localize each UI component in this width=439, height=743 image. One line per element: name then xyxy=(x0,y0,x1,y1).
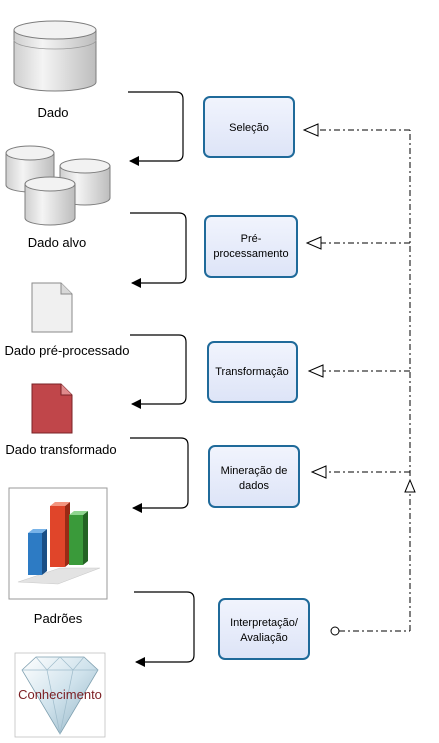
feedback-loop xyxy=(302,123,416,636)
step-selecao: Seleção xyxy=(203,96,295,158)
database-icon xyxy=(13,20,97,92)
bar-chart-icon xyxy=(8,487,108,600)
label-dado-alvo: Dado alvo xyxy=(28,235,87,250)
document-icon xyxy=(31,282,73,333)
connector-arrow xyxy=(130,437,189,513)
svg-text:Seleção: Seleção xyxy=(229,122,269,134)
connector-arrow xyxy=(130,212,187,288)
svg-text:Transformação: Transformação xyxy=(215,366,289,378)
label-dado-transformado: Dado transformado xyxy=(5,442,116,457)
connector-arrow xyxy=(130,334,187,409)
connector-arrow xyxy=(128,91,184,166)
label-dado-pre: Dado pré-processado xyxy=(4,343,129,358)
step-transformacao: Transformação xyxy=(207,341,298,403)
connector-arrow xyxy=(134,591,195,667)
label-conhecimento: Conhecimento xyxy=(18,687,102,702)
target-data-icon xyxy=(5,145,111,226)
svg-text:Interpretação/: Interpretação/ xyxy=(230,617,299,629)
label-dado: Dado xyxy=(37,105,68,120)
transformed-document-icon xyxy=(31,383,73,434)
step-interpretacao: Interpretação/ Avaliação xyxy=(218,598,310,660)
svg-text:Avaliação: Avaliação xyxy=(240,632,288,644)
svg-text:Mineração de: Mineração de xyxy=(221,465,288,477)
step-mineracao: Mineração de dados xyxy=(208,445,300,508)
diamond-icon xyxy=(14,652,106,738)
step-pre-processamento: Pré- processamento xyxy=(204,215,298,278)
label-padroes: Padrões xyxy=(34,611,83,626)
svg-text:Pré-: Pré- xyxy=(241,233,262,245)
svg-text:processamento: processamento xyxy=(213,248,288,260)
svg-text:dados: dados xyxy=(239,480,269,492)
